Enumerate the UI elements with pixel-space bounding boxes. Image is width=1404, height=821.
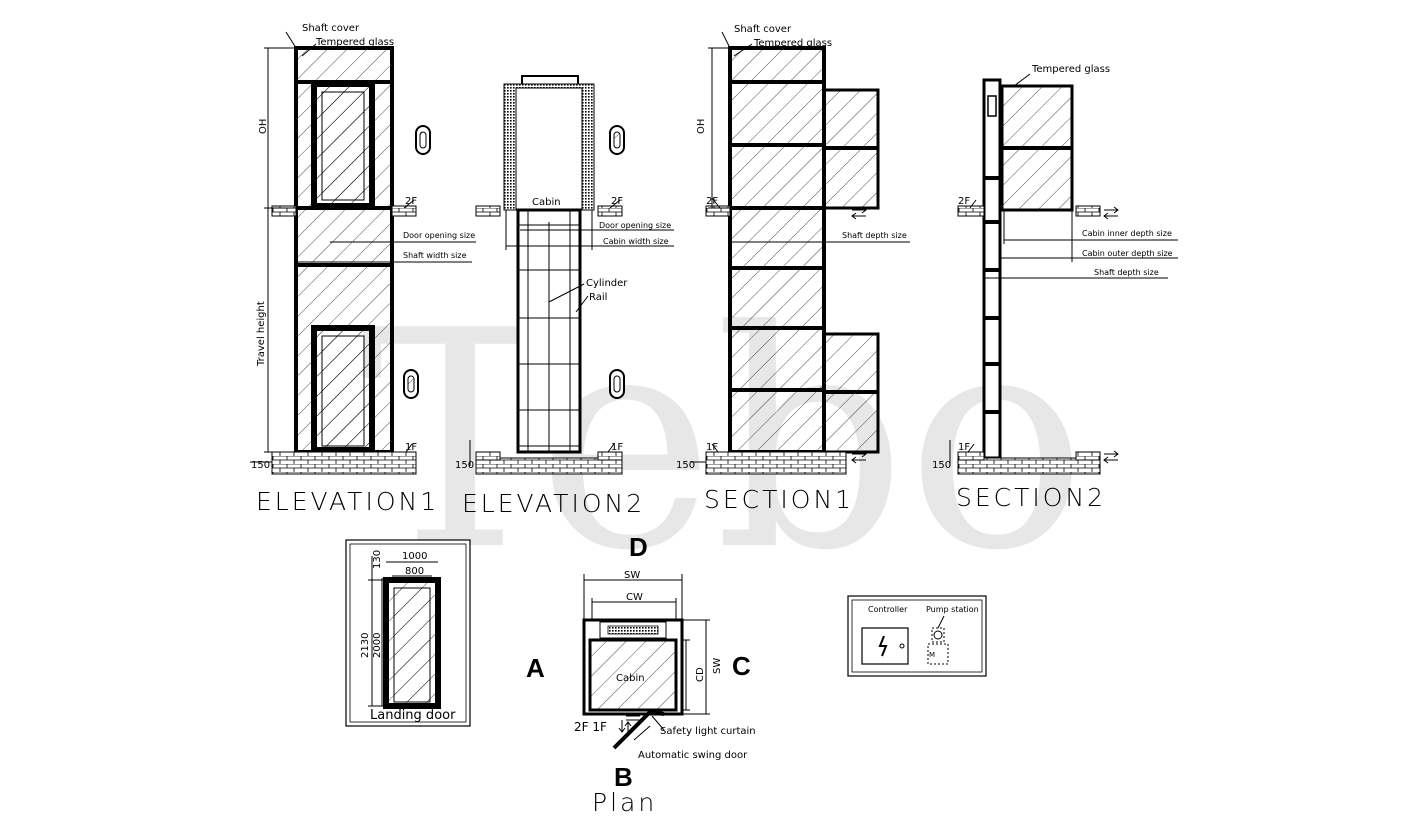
elevation1-title: ELEVATION1 — [256, 487, 439, 516]
section1-2f-label: 2F — [706, 196, 718, 207]
elevation1-shaft-cover-label: Shaft cover — [302, 23, 360, 34]
section2-floor-slab — [957, 457, 1101, 475]
section1-shaft-depth-label: Shaft depth size — [842, 231, 907, 240]
section1-floor-slab — [705, 451, 847, 475]
plan-title: Plan — [592, 788, 657, 817]
elevation1-door-opening-label: Door opening size — [403, 231, 475, 240]
plan-sw-top-label: SW — [624, 570, 640, 581]
section2-shaft-depth-label: Shaft depth size — [1094, 268, 1159, 277]
elevation2-call-button-upper — [609, 125, 625, 155]
section1-oh-label: OH — [696, 119, 707, 134]
plan-side-a: A — [526, 653, 545, 683]
landing-door-dim-1000: 1000 — [402, 551, 427, 562]
section2: Tempered glass 2F 1F 150 Cabin inner dep… — [932, 64, 1178, 512]
elevation2-2f-label: 2F — [611, 196, 623, 207]
section2-cabin-outer-depth-label: Cabin outer depth size — [1082, 249, 1173, 258]
plan-side-c: C — [732, 651, 751, 681]
plan-cd-label: CD — [695, 667, 706, 682]
landing-door-dim-130: 130 — [372, 550, 383, 569]
plan-side-d: D — [629, 532, 648, 562]
section2-1f-label: 1F — [958, 442, 970, 453]
elevation2-cabin-label: Cabin — [532, 197, 561, 208]
elevation2-1f-label: 1F — [611, 442, 623, 453]
section1-shaft-cover-label: Shaft cover — [734, 24, 792, 35]
lightning-icon — [878, 635, 888, 657]
section2-tempered-glass-label: Tempered glass — [1031, 64, 1110, 75]
svg-text:M: M — [929, 651, 935, 659]
elevation1: Shaft cover Tempered glass OH Travel hei… — [250, 23, 476, 516]
plan-cabin — [588, 638, 678, 712]
landing-door-dim-2000: 2000 — [372, 633, 383, 658]
elevation2-rail-label: Rail — [589, 292, 607, 303]
equipment-panel: M Controller Pump station — [847, 595, 987, 677]
watermark: Tebo — [360, 267, 1087, 616]
controller-label: Controller — [868, 605, 908, 614]
landing-door-title: Landing door — [370, 708, 456, 723]
elevation1-call-button-lower — [403, 369, 419, 399]
plan-automatic-swing-door-label: Automatic swing door — [638, 750, 748, 761]
elevation1-travel-height-label: Travel height — [256, 301, 267, 367]
landing-door-dim-800: 800 — [405, 566, 424, 577]
section1-1f-label: 1F — [706, 442, 718, 453]
elevation2-cylinder-label: Cylinder — [586, 278, 628, 289]
landing-door: 1000 800 130 2130 2000 Landing door — [345, 539, 471, 727]
landing-door-dim-2130: 2130 — [360, 633, 371, 658]
plan-safety-light-curtain-label: Safety light curtain — [660, 726, 756, 737]
pump-station-label: Pump station — [926, 605, 979, 614]
elevation1-oh-label: OH — [258, 119, 269, 134]
elevation2-title: ELEVATION2 — [462, 489, 645, 518]
plan: SW CW CD SW Cabin 2F 1F Safety light cur… — [526, 532, 756, 817]
section1: Shaft cover Tempered glass OH 2F 1F 150 … — [676, 24, 910, 514]
elevation1-shaft-width-label: Shaft width size — [403, 251, 467, 260]
plan-sw-side-label: SW — [712, 658, 723, 674]
elevation2-cabin-width-label: Cabin width size — [603, 237, 669, 246]
section2-2f-label: 2F — [958, 196, 970, 207]
plan-cabin-label: Cabin — [616, 673, 645, 684]
elevation1-2f-label: 2F — [405, 196, 417, 207]
elevation1-pit-label: 150 — [251, 460, 270, 471]
section1-tempered-glass-label: Tempered glass — [753, 38, 832, 49]
elevation2-call-button-lower — [609, 369, 625, 399]
section2-pit-label: 150 — [932, 460, 951, 471]
elevation2-door-opening-label: Door opening size — [599, 221, 671, 230]
section1-pit-label: 150 — [676, 460, 695, 471]
elevation1-1f-label: 1F — [405, 442, 417, 453]
section2-title: SECTION2 — [956, 483, 1106, 512]
section2-cabin-inner-depth-label: Cabin inner depth size — [1082, 229, 1172, 238]
plan-floors-label: 2F 1F — [574, 720, 607, 734]
elevation1-tempered-glass-label: Tempered glass — [315, 37, 394, 48]
plan-cw-label: CW — [626, 592, 643, 603]
elevation2: Cabin 2F 1F 150 Door opening size Cabin … — [455, 75, 674, 518]
elevation2-floor-slab — [475, 457, 623, 475]
plan-side-b: B — [614, 762, 633, 792]
section1-title: SECTION1 — [704, 485, 854, 514]
elevation1-call-button-upper — [415, 125, 431, 155]
elevation2-pit-label: 150 — [455, 460, 474, 471]
elevation1-floor-slab — [271, 451, 417, 475]
